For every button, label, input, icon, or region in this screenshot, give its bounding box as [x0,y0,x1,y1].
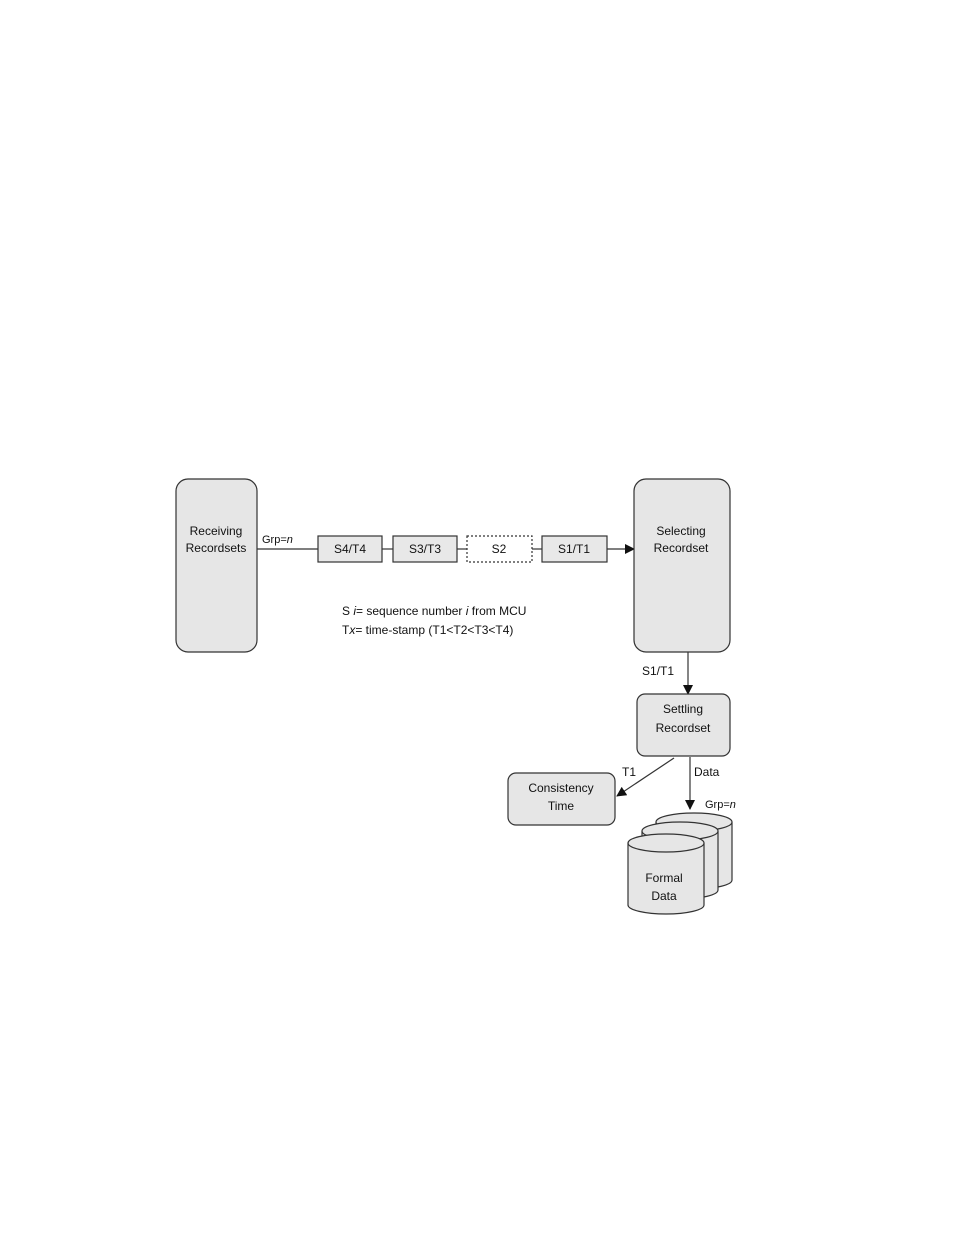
svg-text:S1/T1: S1/T1 [558,542,590,556]
svg-text:S4/T4: S4/T4 [334,542,366,556]
formal-label-line1: Formal [645,871,682,885]
selecting-recordset-box: Selecting Recordset [634,479,730,652]
selecting-label-line2: Recordset [654,541,709,555]
receiving-label-line1: Receiving [190,524,243,538]
formal-label-line2: Data [651,889,677,903]
queue-item-s2-missing: S2 [467,536,532,562]
consistency-label-line2: Time [548,799,575,813]
receiving-recordsets-box: Receiving Recordsets [176,479,257,652]
grp-label-db: Grp=n [705,799,736,811]
edge-label-data: Data [694,765,720,779]
legend-line-1: S i= sequence number i from MCU [342,604,526,618]
edge-label-t1: T1 [622,765,636,779]
queue-item-s1t1: S1/T1 [542,536,607,562]
queue-item-s4t4: S4/T4 [318,536,382,562]
settling-label-line1: Settling [663,702,703,716]
edge-label-s1t1: S1/T1 [642,664,674,678]
receiving-label-line2: Recordsets [186,541,247,555]
selecting-label-line1: Selecting [656,524,705,538]
consistency-time-box: Consistency Time [508,773,615,825]
svg-text:S3/T3: S3/T3 [409,542,441,556]
legend-line-2: Tx= time-stamp (T1<T2<T3<T4) [342,623,513,637]
settling-recordset-box: Settling Recordset [637,694,730,756]
formal-data-cylinders: Formal Data [628,813,732,914]
queue-item-s3t3: S3/T3 [393,536,457,562]
settling-label-line2: Recordset [656,721,711,735]
grp-label: Grp=n [262,534,293,546]
consistency-label-line1: Consistency [528,781,593,795]
svg-text:S2: S2 [492,542,507,556]
